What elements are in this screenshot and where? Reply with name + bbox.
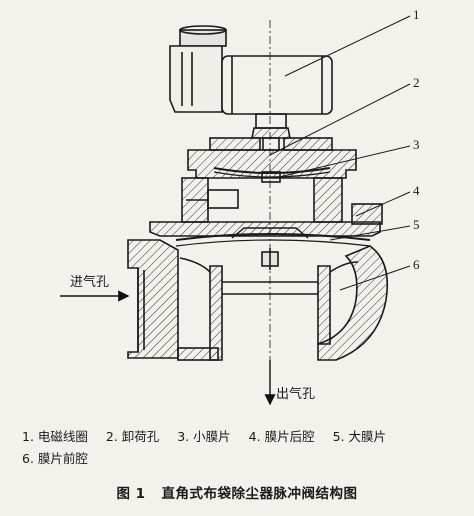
callout-4: 4	[413, 183, 420, 198]
legend-row: 1. 电磁线圈 2. 卸荷孔 3. 小膜片 4. 膜片后腔 5. 大膜片	[22, 426, 462, 448]
callout-3: 3	[413, 137, 420, 152]
legend-item: 2. 卸荷孔	[105, 429, 160, 444]
middle-housing	[181, 177, 343, 223]
coil-cap	[179, 25, 227, 47]
coil-connector	[169, 45, 223, 113]
legend-row: 6. 膜片前腔	[22, 448, 462, 470]
legend: 1. 电磁线圈 2. 卸荷孔 3. 小膜片 4. 膜片后腔 5. 大膜片 6. …	[22, 426, 462, 470]
callout-6: 6	[413, 257, 420, 272]
callout-5: 5	[413, 217, 420, 232]
callout-1: 1	[413, 7, 420, 22]
figure-number: 图 1	[116, 486, 146, 502]
inlet-label: 进气孔	[70, 275, 110, 290]
legend-item: 4. 膜片后腔	[248, 429, 315, 444]
figure-title: 直角式布袋除尘器脉冲阀结构图	[161, 486, 358, 502]
leader-lines	[269, 15, 411, 291]
figure-caption: 图 1 直角式布袋除尘器脉冲阀结构图	[0, 482, 474, 502]
legend-item: 3. 小膜片	[177, 429, 231, 444]
legend-item: 5. 大膜片	[332, 429, 386, 444]
electromagnetic-coil	[221, 55, 333, 115]
body-flange	[149, 203, 383, 237]
legend-item: 6. 膜片前腔	[22, 451, 88, 466]
main-body	[127, 239, 389, 361]
outlet-label: 出气孔	[276, 387, 316, 402]
legend-item: 1. 电磁线圈	[22, 429, 88, 444]
callout-2: 2	[413, 75, 420, 90]
